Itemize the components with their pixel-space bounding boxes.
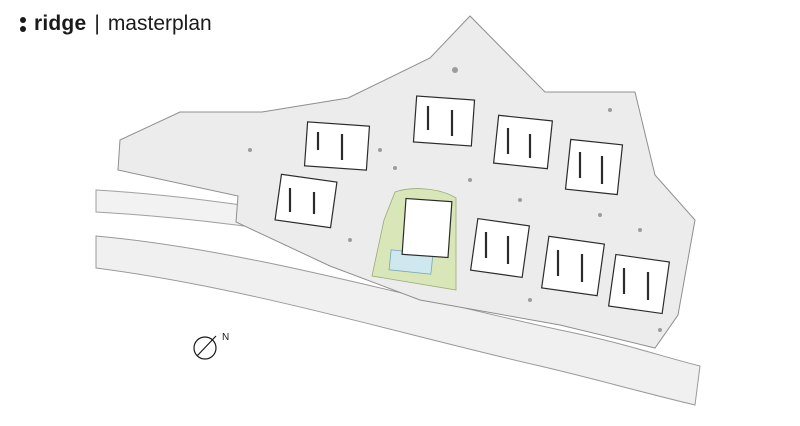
lower-road xyxy=(95,235,701,406)
buildings xyxy=(274,95,671,315)
page-title: masterplan xyxy=(107,12,212,35)
title-separator: | xyxy=(94,12,100,35)
landscape-marks xyxy=(248,67,662,332)
page-header: ridge | masterplan xyxy=(20,12,212,36)
wall-details xyxy=(288,106,650,300)
north-arrow-icon: N xyxy=(192,330,240,364)
logo-dots-icon xyxy=(20,16,26,32)
brand-name: ridge xyxy=(34,12,87,35)
north-label: N xyxy=(222,332,229,343)
